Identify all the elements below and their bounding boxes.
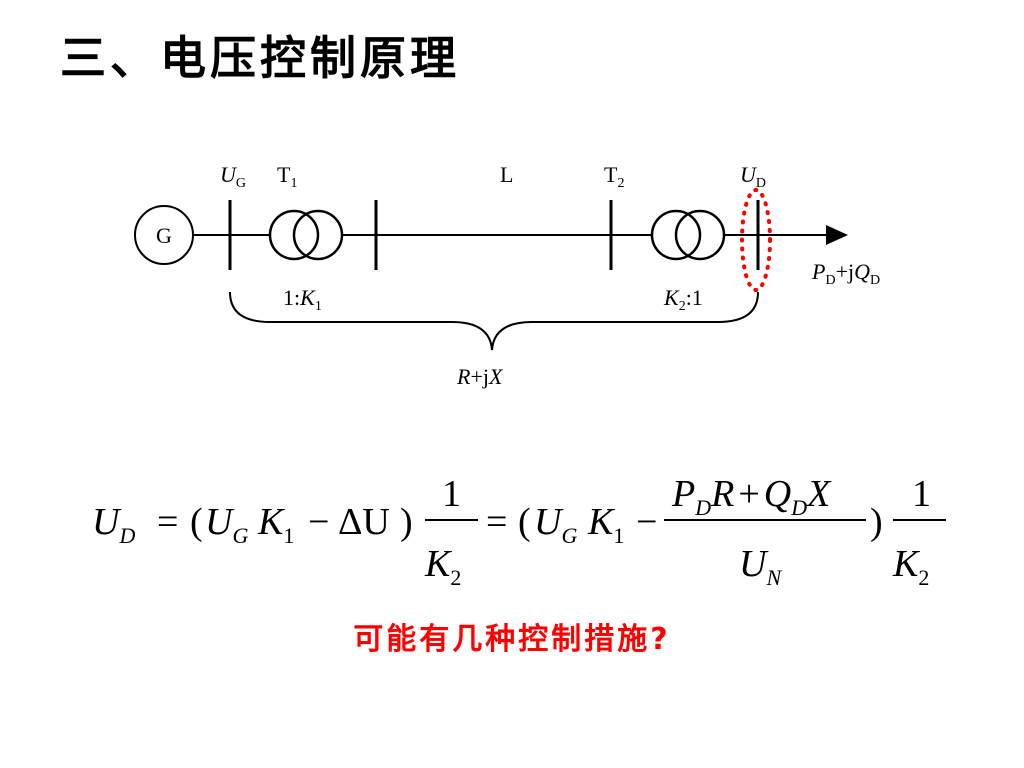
eq-minus-1: − [308, 501, 329, 543]
label-ratio-2: K2:1 [663, 285, 703, 314]
eq-equals-2: = [486, 501, 507, 543]
label-ud: UD [740, 162, 766, 191]
label-ratio-1: 1:K1 [283, 285, 322, 314]
eq-rpar-1: ) [400, 501, 413, 543]
load-arrow-icon [826, 225, 848, 245]
eq-k2-1: K2 [424, 543, 461, 590]
equation: UD = ( UG K1 − ΔU ) 1 K2 = ( UG K1 − PDR… [92, 473, 946, 590]
eq-equals-1: = [157, 501, 178, 543]
eq-k2-2: K2 [892, 543, 929, 590]
ud-bus-highlight [740, 188, 772, 292]
eq-minus-2: − [636, 501, 657, 543]
eq-one-1: 1 [442, 473, 461, 515]
label-impedance: R+jX [456, 364, 504, 389]
eq-k1-1: K1 [257, 501, 294, 548]
generator-label: G [156, 223, 172, 248]
label-load: PD+jQD [811, 259, 880, 288]
eq-ud: UD [92, 501, 135, 548]
eq-lpar-2: ( [518, 501, 531, 543]
impedance-brace [229, 291, 759, 351]
eq-one-2: 1 [912, 473, 931, 515]
label-t1: T1 [277, 162, 297, 191]
label-ug: UG [220, 162, 246, 191]
eq-ug-2: UG [534, 501, 577, 548]
eq-k1-2: K1 [587, 501, 624, 548]
eq-delta-u: ΔU [338, 501, 390, 543]
generator: G [134, 205, 194, 265]
slide-title: 三、电压控制原理 [60, 31, 460, 85]
eq-ug-1: UG [205, 501, 248, 548]
eq-rpar-2: ) [870, 501, 883, 543]
eq-lpar-1: ( [190, 501, 203, 543]
transformer-t1-icon [268, 209, 344, 261]
transformer-t2-icon [650, 209, 726, 261]
label-t2: T2 [604, 162, 624, 191]
eq-numerator: PDR+QDX [671, 473, 832, 520]
question-text: 可能有几种控制措施? [353, 622, 671, 657]
label-line: L [500, 162, 513, 187]
eq-un: UN [739, 543, 782, 590]
